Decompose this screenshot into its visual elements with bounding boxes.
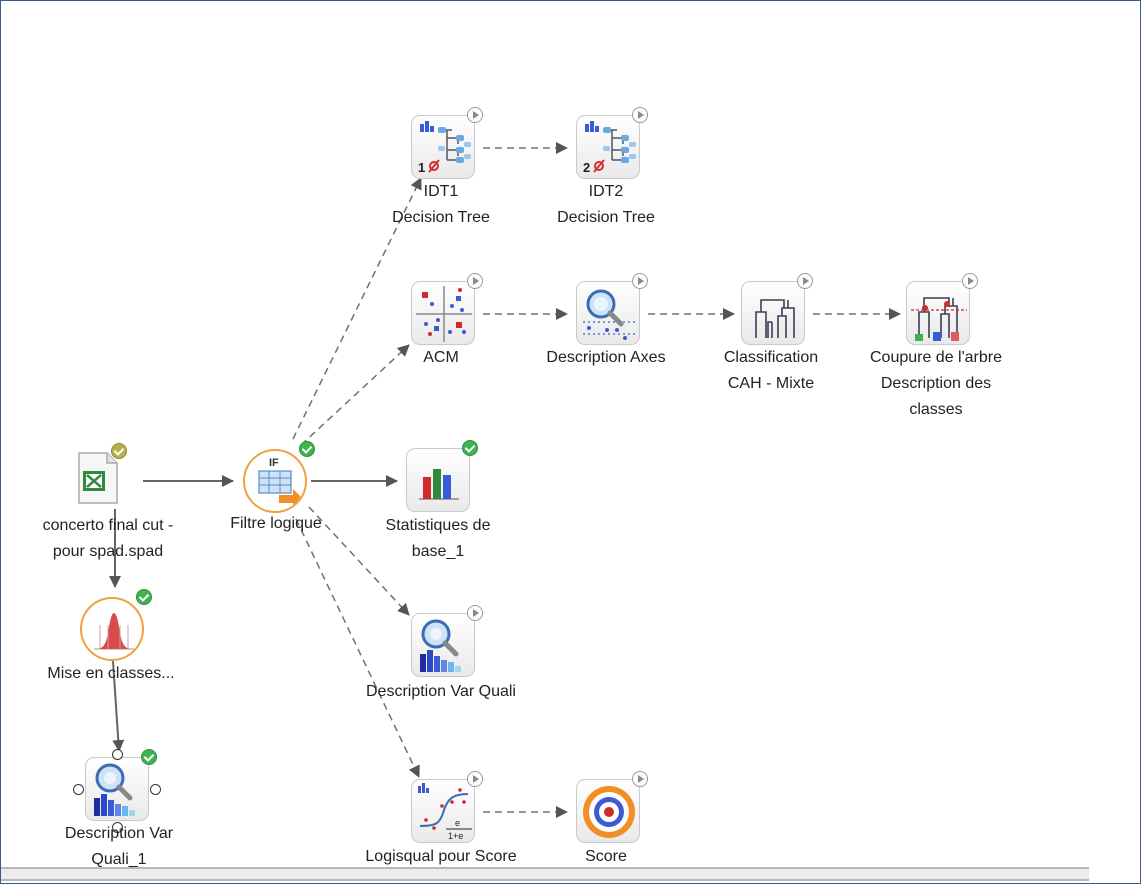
svg-text:1+e: 1+e [448, 831, 463, 841]
logistic-regression-icon: e 1+e [411, 779, 475, 843]
run-icon[interactable] [467, 605, 483, 621]
status-done-icon [462, 440, 478, 456]
node-label-line: Description Axes [546, 349, 666, 366]
selection-handle[interactable] [112, 749, 123, 760]
node-label-line: ACM [423, 349, 459, 366]
node-label-score: Score [506, 844, 706, 870]
node-label-descquali: Description Var Quali [341, 679, 541, 705]
run-icon[interactable] [797, 273, 813, 289]
node-label-line: Classification [723, 349, 819, 366]
node-score[interactable] [576, 771, 648, 843]
target-icon [576, 779, 640, 843]
node-label-line: Decision Tree [392, 209, 490, 226]
status-warning-icon [111, 443, 127, 459]
run-icon[interactable] [467, 273, 483, 289]
svg-text:e: e [455, 818, 460, 828]
svg-text:IF: IF [269, 457, 279, 469]
node-label-line: Logisqual pour Score [365, 848, 517, 865]
node-label-logisqual: Logisqual pour Score [341, 844, 541, 870]
node-label-line: Description Var [64, 825, 174, 842]
node-mise[interactable] [80, 589, 152, 661]
node-coupure[interactable] [906, 273, 978, 345]
node-label-line: CAH - Mixte [727, 375, 815, 392]
node-label-acm: ACM [341, 345, 541, 371]
node-classif[interactable] [741, 273, 813, 345]
svg-text:2: 2 [583, 160, 590, 175]
node-label-filtre: Filtre logique [176, 511, 376, 537]
node-filtre[interactable]: IF [243, 441, 315, 513]
selection-handle[interactable] [150, 784, 161, 795]
node-label-line: Score [585, 848, 627, 865]
node-stats[interactable] [406, 440, 478, 512]
edge-filtre-to-descquali[interactable] [308, 506, 410, 616]
node-idt2[interactable]: 2 [576, 107, 648, 179]
axis-description-icon [576, 281, 640, 345]
node-label-line: Decision Tree [557, 209, 655, 226]
decision-tree-icon: 2 [576, 115, 640, 179]
node-label-line: Mise en classes... [47, 665, 175, 682]
node-logisqual[interactable]: e 1+e [411, 771, 483, 843]
node-descquali1[interactable] [73, 749, 161, 833]
node-acm[interactable] [411, 273, 483, 345]
node-label-line: Description des [880, 375, 992, 392]
node-label-line: IDT2 [588, 183, 624, 200]
decision-tree-icon: 1 [411, 115, 475, 179]
factor-map-icon [411, 281, 475, 345]
edge-mise-to-descquali1[interactable] [112, 660, 125, 752]
node-descaxes[interactable] [576, 273, 648, 345]
node-idt1[interactable]: 1 [411, 107, 483, 179]
node-label-source: concerto final cut - pour spad.spad [8, 513, 208, 565]
node-label-stats: Statistiques de base_1 [338, 513, 538, 565]
svg-text:1: 1 [418, 160, 425, 175]
quali-description-icon [411, 613, 475, 677]
node-label-line: IDT1 [423, 183, 459, 200]
status-done-icon [299, 441, 315, 457]
status-done-icon [136, 589, 152, 605]
node-source[interactable] [77, 443, 127, 505]
run-icon[interactable] [632, 771, 648, 787]
node-label-line: pour spad.spad [52, 543, 164, 560]
status-done-icon [141, 749, 157, 765]
dendrogram-icon [741, 281, 805, 345]
node-label-mise: Mise en classes... [11, 661, 211, 687]
distribution-icon [80, 597, 144, 661]
run-icon[interactable] [962, 273, 978, 289]
node-label-descaxes: Description Axes [506, 345, 706, 371]
run-icon[interactable] [632, 273, 648, 289]
node-label-line: base_1 [411, 543, 465, 560]
node-label-line: concerto final cut - [42, 517, 174, 534]
bar-chart-icon [406, 448, 470, 512]
logical-filter-icon: IF [243, 449, 307, 513]
node-descquali[interactable] [411, 605, 483, 677]
node-label-line: classes [909, 401, 963, 418]
node-label-line: Filtre logique [230, 515, 322, 532]
edge-filtre-to-acm[interactable] [300, 344, 410, 446]
excel-file-icon [77, 451, 119, 505]
node-label-line: Description Var Quali [366, 683, 516, 700]
run-icon[interactable] [467, 107, 483, 123]
selection-handle[interactable] [112, 822, 123, 833]
node-label-line: Coupure de l'arbre [869, 349, 1003, 366]
run-icon[interactable] [467, 771, 483, 787]
selection-handle[interactable] [73, 784, 84, 795]
node-label-line: Statistiques de [385, 517, 491, 534]
quali-description-icon [85, 757, 149, 821]
node-label-line: Quali_1 [91, 851, 147, 868]
edge-filtre-to-idt1[interactable] [292, 177, 422, 440]
run-icon[interactable] [632, 107, 648, 123]
dendrogram-cut-icon [906, 281, 970, 345]
horizontal-scrollbar[interactable] [1, 867, 1089, 881]
